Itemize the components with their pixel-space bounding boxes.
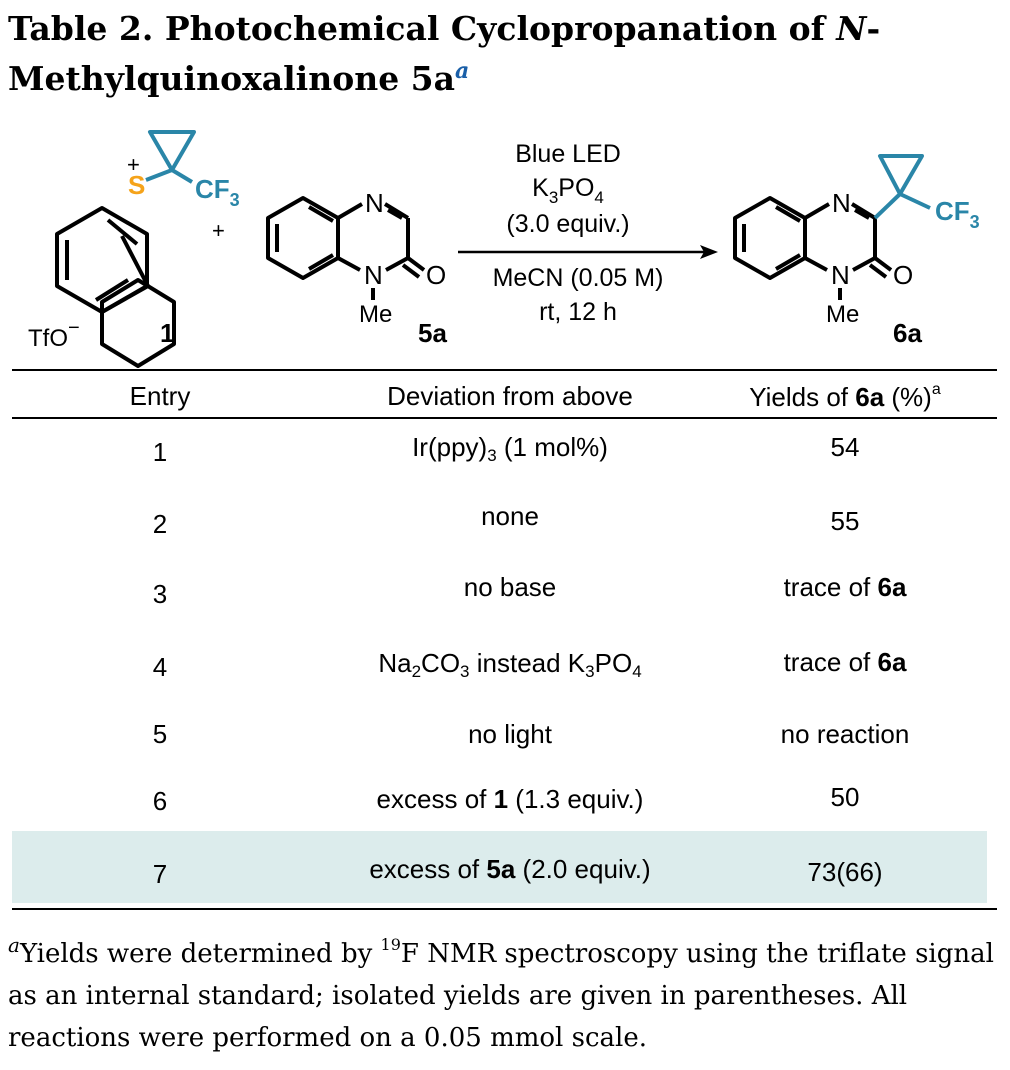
reagent-1-structure bbox=[55, 206, 176, 368]
row-1-deviation: Ir(ppy)3 (1 mol%) bbox=[412, 432, 608, 465]
substrate-n-top: N bbox=[365, 188, 384, 218]
title-footnote-mark: a bbox=[455, 58, 470, 84]
table-footnote: aYields were determined by 19F NMR spect… bbox=[8, 933, 994, 1053]
condition-equiv: (3.0 equiv.) bbox=[506, 210, 629, 238]
header-yield: Yields of 6a (%)a bbox=[749, 381, 941, 412]
reaction-arrowhead bbox=[700, 245, 718, 259]
highlighted-row-background bbox=[12, 831, 987, 903]
condition-solvent: MeCN (0.05 M) bbox=[493, 264, 664, 292]
row-4-entry: 4 bbox=[152, 652, 168, 682]
table-title: Table 2. Photochemical Cyclopropanation … bbox=[8, 9, 881, 98]
product-cyclopropyl bbox=[873, 154, 931, 220]
reagent-sulfur-atom: S bbox=[128, 170, 145, 200]
row-5-yield: no reaction bbox=[780, 719, 910, 749]
counterion: TfO− bbox=[28, 317, 80, 352]
condition-time: rt, 12 h bbox=[539, 298, 617, 326]
row-7-yield: 73(66) bbox=[807, 857, 883, 887]
row-3-deviation: no base bbox=[463, 572, 557, 602]
condition-base: K3PO4 bbox=[532, 174, 604, 207]
row-7-entry: 7 bbox=[152, 859, 168, 889]
substrate-methyl: Me bbox=[359, 301, 392, 328]
header-deviation: Deviation from above bbox=[387, 381, 633, 411]
row-6-yield: 50 bbox=[830, 782, 860, 812]
table-bottom-rule bbox=[12, 908, 997, 910]
plus-sign: + bbox=[212, 218, 225, 243]
substrate-label: 5a bbox=[418, 318, 447, 348]
row-3-yield: trace of 6a bbox=[783, 572, 907, 602]
product-6a-structure bbox=[733, 196, 893, 300]
substrate-5a-structure bbox=[266, 196, 426, 300]
row-1-entry: 1 bbox=[152, 437, 168, 467]
reagent-label: 1 bbox=[160, 318, 174, 348]
row-5-entry: 5 bbox=[152, 719, 168, 749]
row-2-yield: 55 bbox=[830, 506, 860, 536]
table-header-rule bbox=[12, 417, 997, 419]
row-4-deviation: Na2CO3 instead K3PO4 bbox=[378, 648, 642, 681]
condition-light: Blue LED bbox=[515, 140, 621, 168]
substrate-n-bottom: N bbox=[364, 260, 383, 290]
product-methyl: Me bbox=[826, 301, 859, 328]
header-entry: Entry bbox=[129, 381, 191, 411]
row-6-deviation: excess of 1 (1.3 equiv.) bbox=[376, 784, 644, 814]
row-7-deviation: excess of 5a (2.0 equiv.) bbox=[369, 854, 651, 884]
row-6-entry: 6 bbox=[152, 786, 168, 816]
product-n-top: N bbox=[832, 188, 851, 218]
reagent-charge: + bbox=[127, 152, 140, 177]
product-oxygen: O bbox=[893, 260, 913, 290]
substrate-oxygen: O bbox=[426, 260, 446, 290]
product-n-bottom: N bbox=[831, 260, 850, 290]
reaction-scheme: + S CF3 TfO− 1 + N N O Me 5a Blue LED K3… bbox=[28, 130, 980, 368]
reagent-cf3-group: CF3 bbox=[195, 174, 240, 210]
reagent-cyclopropyl bbox=[145, 130, 196, 184]
row-1-yield: 54 bbox=[830, 432, 860, 462]
product-label: 6a bbox=[893, 318, 922, 348]
row-2-deviation: none bbox=[481, 501, 539, 531]
product-cf3-group: CF3 bbox=[935, 196, 980, 232]
table-top-rule bbox=[12, 369, 997, 371]
row-4-yield: trace of 6a bbox=[783, 647, 907, 677]
row-5-deviation: no light bbox=[468, 719, 552, 749]
row-2-entry: 2 bbox=[152, 509, 168, 539]
row-3-entry: 3 bbox=[152, 579, 168, 609]
